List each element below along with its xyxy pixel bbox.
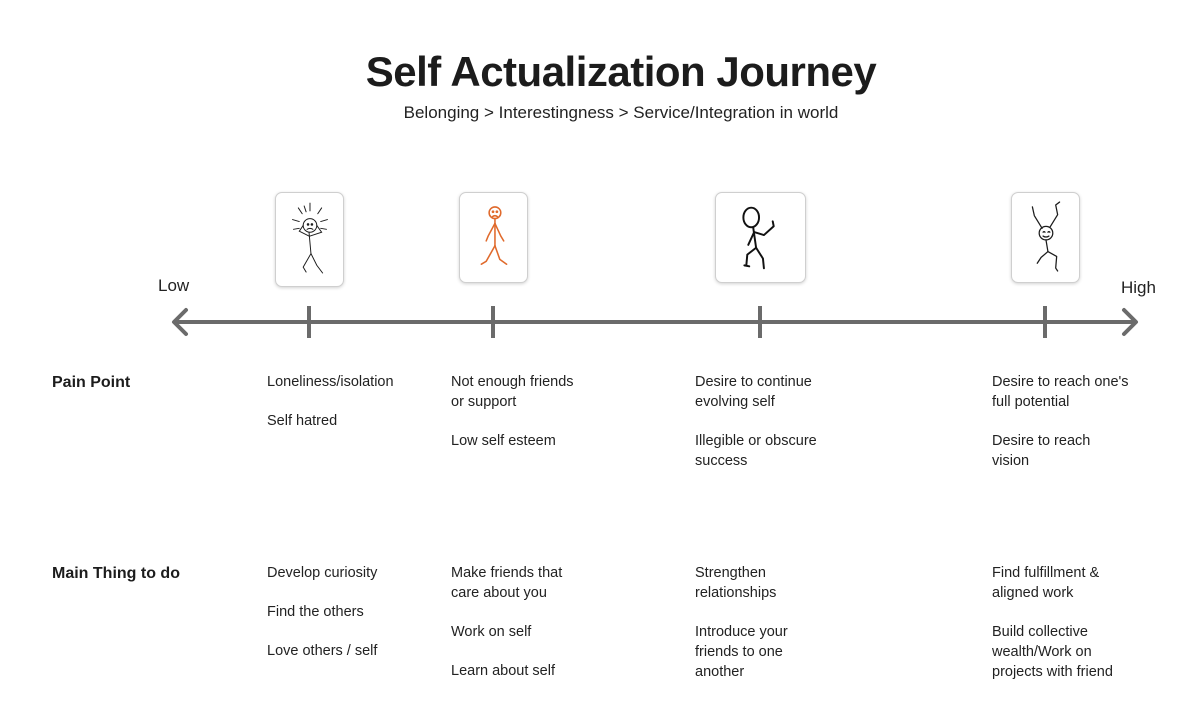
main-thing-item: Develop curiosity — [267, 565, 378, 581]
pain-point-item: Desire to reach one's full potential — [992, 374, 1129, 410]
stage-1-pain-points: Loneliness/isolation Self hatred — [267, 372, 407, 450]
axis-left-arrowhead — [172, 308, 188, 336]
diagram-subtitle: Belonging > Interestingness > Service/In… — [403, 103, 839, 122]
main-thing-item: Love others / self — [267, 643, 378, 659]
stage-1-main-things: Develop curiosity Find the others Love o… — [267, 563, 407, 680]
stage-4-main-things: Find fulfillment & aligned work Build co… — [992, 563, 1122, 701]
stage-4-pain-points: Desire to reach one's full potential Des… — [992, 372, 1130, 490]
main-thing-item: Find the others — [267, 604, 364, 620]
pain-point-item: Illegible or obscure success — [695, 433, 817, 469]
pain-point-item: Not enough friends or support — [451, 374, 574, 410]
main-thing-item: Introduce your friends to one another — [695, 624, 788, 680]
row-label-pain-point: Pain Point — [52, 374, 131, 391]
sad-stick-figure-icon — [480, 206, 508, 265]
stage-2-card — [459, 192, 528, 283]
pain-point-item: Desire to continue evolving self — [695, 374, 812, 410]
pain-point-item: Loneliness/isolation — [267, 374, 394, 390]
pain-point-item: Desire to reach vision — [992, 433, 1091, 469]
journey-axis — [172, 306, 1138, 338]
stage-2-main-things: Make friends that care about you Work on… — [451, 563, 581, 700]
pain-point-item: Low self esteem — [451, 433, 556, 449]
main-thing-item: Work on self — [451, 624, 532, 640]
stage-3-main-things: Strengthen relationships Introduce your … — [695, 563, 805, 701]
axis-low-label: Low — [158, 276, 190, 295]
jumping-stick-figure-icon — [1031, 201, 1061, 272]
main-thing-item: Find fulfillment & aligned work — [992, 565, 1100, 601]
axis-right-arrowhead — [1122, 308, 1138, 336]
main-thing-item: Build collective wealth/Work on projects… — [992, 624, 1113, 680]
main-thing-item: Learn about self — [451, 663, 555, 679]
row-label-main-thing: Main Thing to do — [52, 565, 180, 582]
stage-2-pain-points: Not enough friends or support Low self e… — [451, 372, 581, 470]
stage-1-card — [275, 192, 344, 287]
distressed-stick-figure-icon — [292, 202, 328, 274]
pain-point-item: Self hatred — [267, 413, 338, 429]
stage-3-pain-points: Desire to continue evolving self Illegib… — [695, 372, 825, 490]
main-thing-item: Strengthen relationships — [695, 565, 777, 601]
walking-stick-figure-icon — [742, 206, 775, 270]
stage-4-card — [1011, 192, 1080, 283]
main-thing-item: Make friends that care about you — [451, 565, 563, 601]
stage-3-card — [715, 192, 806, 283]
axis-high-label: High — [1121, 278, 1156, 297]
diagram-title: Self Actualization Journey — [365, 48, 877, 95]
